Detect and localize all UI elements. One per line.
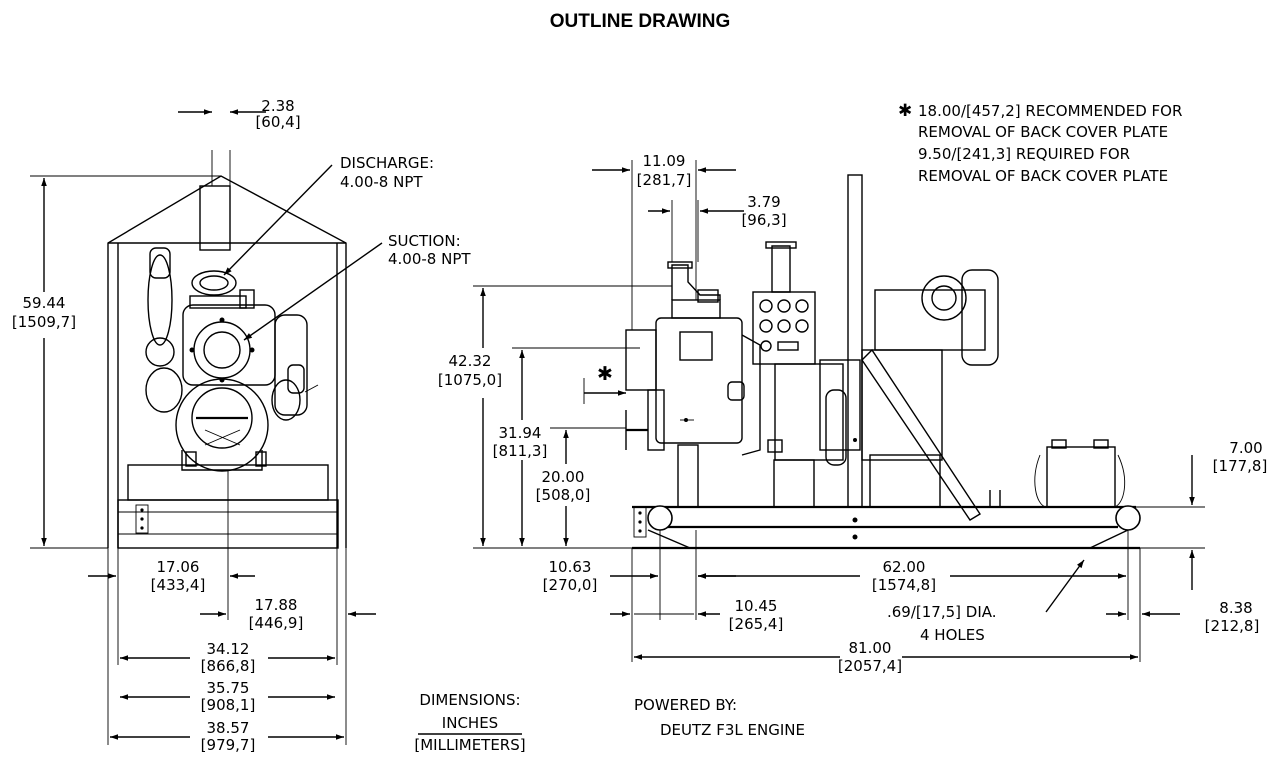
dim-42-32-mm: [1075,0] [438, 371, 502, 389]
dim-20-00-inch: 20.00 [542, 468, 585, 486]
powered-by-note: POWERED BY: DEUTZ F3L ENGINE [634, 696, 805, 739]
dim-3-79-inch: 3.79 [747, 193, 780, 211]
note-line-4: REMOVAL OF BACK COVER PLATE [918, 167, 1168, 185]
dim-62-00-mm: [1574,8] [872, 576, 936, 594]
dim-38-57-inch: 38.57 [207, 719, 250, 737]
cover-plate-notes: ✱ 18.00/[457,2] RECOMMENDED FOR REMOVAL … [898, 101, 1182, 185]
dim-10-63-mm: [270,0] [543, 576, 598, 594]
side-view: 11.09 [281,7] 3.79 [96,3] 42.32 [1075,0]… [438, 152, 1267, 675]
dim-3-79-mm: [96,3] [741, 211, 786, 229]
front-view-pump-drawing [107, 150, 347, 549]
dim-10-63-inch: 10.63 [549, 558, 592, 576]
discharge-label: DISCHARGE: [340, 154, 434, 172]
dim-34-12-inch: 34.12 [207, 640, 250, 658]
front-view: 2.38 [60,4] 59.44 [1509,7] DISCHARGE: 4.… [12, 97, 471, 754]
dim-35-75-mm: [908,1] [201, 696, 256, 714]
dim-31-94-inch: 31.94 [499, 424, 542, 442]
dim-17-88-inch: 17.88 [255, 596, 298, 614]
dim-17-88-mm: [446,9] [249, 614, 304, 632]
dim-35-75-inch: 35.75 [207, 679, 250, 697]
dim-62-00-inch: 62.00 [883, 558, 926, 576]
dim-2-38-mm: [60,4] [255, 113, 300, 131]
discharge-size: 4.00-8 NPT [340, 173, 423, 191]
note-star: ✱ [898, 101, 912, 121]
note-line-1: 18.00/[457,2] RECOMMENDED FOR [918, 102, 1182, 120]
units-legend: DIMENSIONS: INCHES [MILLIMETERS] [414, 691, 525, 754]
dim-17-06-mm: [433,4] [151, 576, 206, 594]
holes-count: 4 HOLES [920, 626, 985, 644]
engine-name: DEUTZ F3L ENGINE [660, 721, 805, 739]
dim-7-00-mm: [177,8] [1213, 457, 1268, 475]
legend-label: DIMENSIONS: [419, 691, 520, 709]
dim-42-32-inch: 42.32 [449, 352, 492, 370]
dim-11-09-inch: 11.09 [643, 152, 686, 170]
dim-8-38-mm: [212,8] [1205, 617, 1260, 635]
dim-59-44-mm: [1509,7] [12, 313, 76, 331]
clearance-star: ✱ [597, 363, 613, 385]
suction-label: SUCTION: [388, 232, 461, 250]
dim-8-38-inch: 8.38 [1219, 599, 1252, 617]
legend-inches: INCHES [442, 714, 498, 732]
dim-2-38-inch: 2.38 [261, 97, 294, 115]
drawing-title: OUTLINE DRAWING [550, 11, 731, 32]
side-view-pump-drawing [625, 174, 1141, 550]
suction-size: 4.00-8 NPT [388, 250, 471, 268]
dim-20-00-mm: [508,0] [536, 486, 591, 504]
dim-31-94-mm: [811,3] [493, 442, 548, 460]
powered-label: POWERED BY: [634, 696, 737, 714]
dim-10-45-inch: 10.45 [735, 597, 778, 615]
dim-11-09-mm: [281,7] [637, 171, 692, 189]
dim-34-12-mm: [866,8] [201, 657, 256, 675]
legend-millimeters: [MILLIMETERS] [414, 736, 525, 754]
note-line-2: REMOVAL OF BACK COVER PLATE [918, 123, 1168, 141]
dim-59-44-inch: 59.44 [23, 294, 66, 312]
dim-17-06-inch: 17.06 [157, 558, 200, 576]
dim-7-00-inch: 7.00 [1229, 439, 1262, 457]
holes-size: .69/[17,5] DIA. [887, 603, 997, 621]
dim-38-57-mm: [979,7] [201, 736, 256, 754]
dim-81-00-mm: [2057,4] [838, 657, 902, 675]
note-line-3: 9.50/[241,3] REQUIRED FOR [918, 145, 1130, 163]
dim-81-00-inch: 81.00 [849, 639, 892, 657]
dim-10-45-mm: [265,4] [729, 615, 784, 633]
